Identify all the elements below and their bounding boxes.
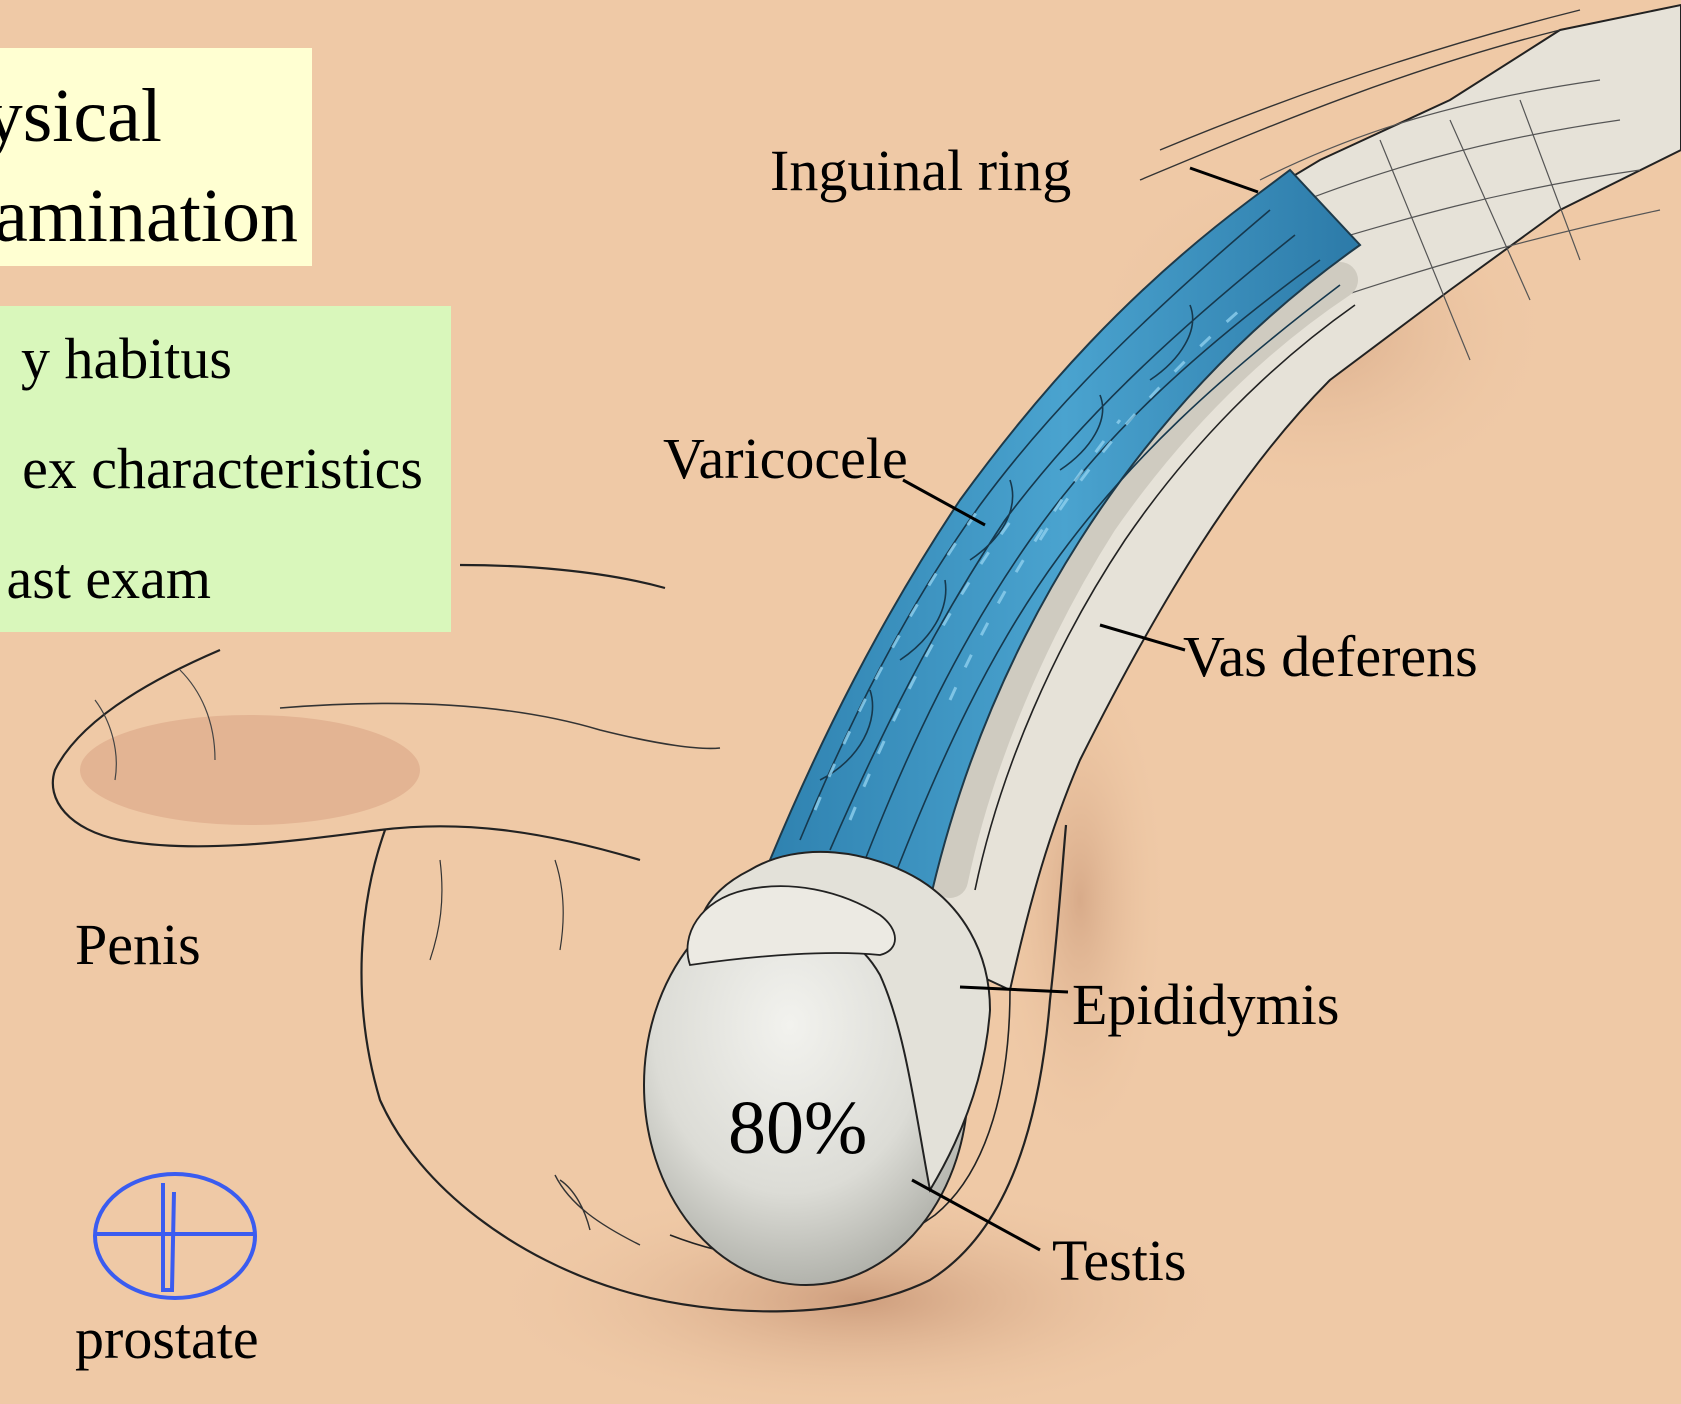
label-penis: Penis [75, 916, 201, 974]
label-varicocele: Varicocele [663, 430, 908, 488]
label-epididymis: Epididymis [1072, 976, 1339, 1034]
exam-items-box: y habitus ex characteristics ast exam [0, 306, 451, 632]
prostate-symbol [95, 1174, 255, 1298]
physical-examination-title-box: ysical amination [0, 48, 312, 266]
label-testis: Testis [1052, 1232, 1187, 1290]
exam-item: ex characteristics [22, 440, 423, 498]
label-inguinal-ring: Inguinal ring [770, 142, 1071, 200]
label-percentage: 80% [728, 1090, 867, 1166]
label-vas-deferens: Vas deferens [1183, 628, 1478, 686]
title-line-1: ysical [0, 78, 162, 154]
penis-shading [80, 715, 420, 825]
exam-item: y habitus [21, 330, 232, 388]
label-prostate: prostate [75, 1310, 259, 1368]
scrotum-crease [430, 860, 563, 960]
exam-item: ast exam [6, 550, 211, 608]
title-line-2: amination [0, 178, 298, 254]
